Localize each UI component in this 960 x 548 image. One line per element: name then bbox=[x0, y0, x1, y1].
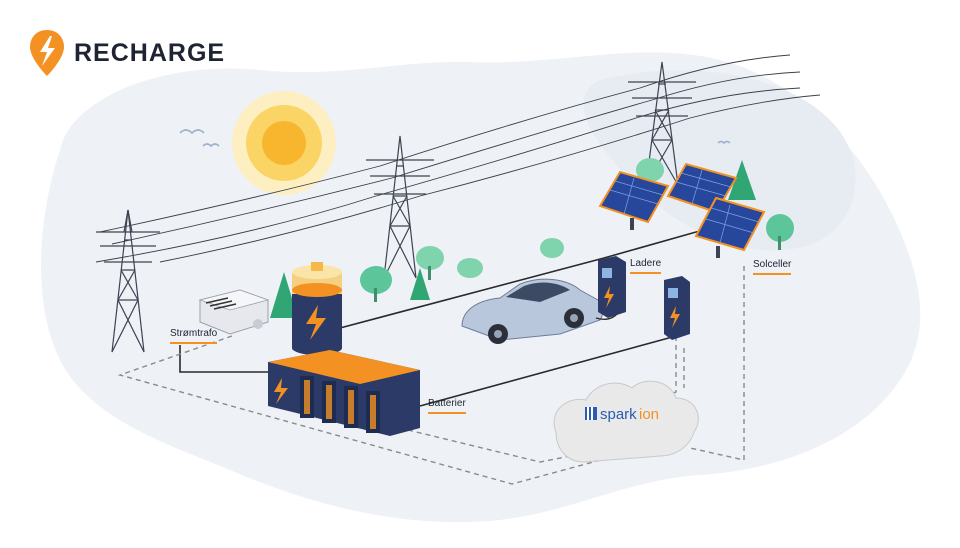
trees-icon bbox=[270, 158, 794, 318]
birds-icon bbox=[179, 129, 731, 148]
charger-stations-icon bbox=[598, 256, 690, 340]
brand-logo: RECHARGE bbox=[28, 28, 225, 78]
label-solar: Solceller bbox=[753, 259, 792, 275]
electric-car-icon bbox=[461, 278, 623, 344]
label-chargers: Ladere bbox=[630, 258, 662, 274]
platform-name-part2: ion bbox=[639, 406, 659, 423]
solar-panels-icon bbox=[598, 162, 766, 258]
brand-name: RECHARGE bbox=[74, 38, 226, 67]
platform-name-part1: spark bbox=[600, 406, 637, 423]
transformer-icon bbox=[198, 289, 270, 335]
background-blob-right bbox=[583, 70, 856, 251]
stripes-cube-icon bbox=[585, 407, 597, 420]
sun-icon bbox=[232, 91, 336, 195]
battery-cylinder-icon bbox=[292, 262, 342, 355]
sparkion-cloud: spark ion bbox=[553, 380, 699, 463]
power-pylon-right-icon bbox=[628, 61, 696, 186]
power-pylon-middle-icon bbox=[366, 135, 434, 279]
lightning-pin-icon bbox=[30, 30, 64, 76]
power-pylon-left-icon bbox=[96, 209, 160, 353]
label-batteries: Batterier bbox=[428, 398, 466, 414]
label-transformer: Strømtrafo bbox=[170, 328, 218, 344]
battery-packs-icon bbox=[268, 350, 420, 436]
